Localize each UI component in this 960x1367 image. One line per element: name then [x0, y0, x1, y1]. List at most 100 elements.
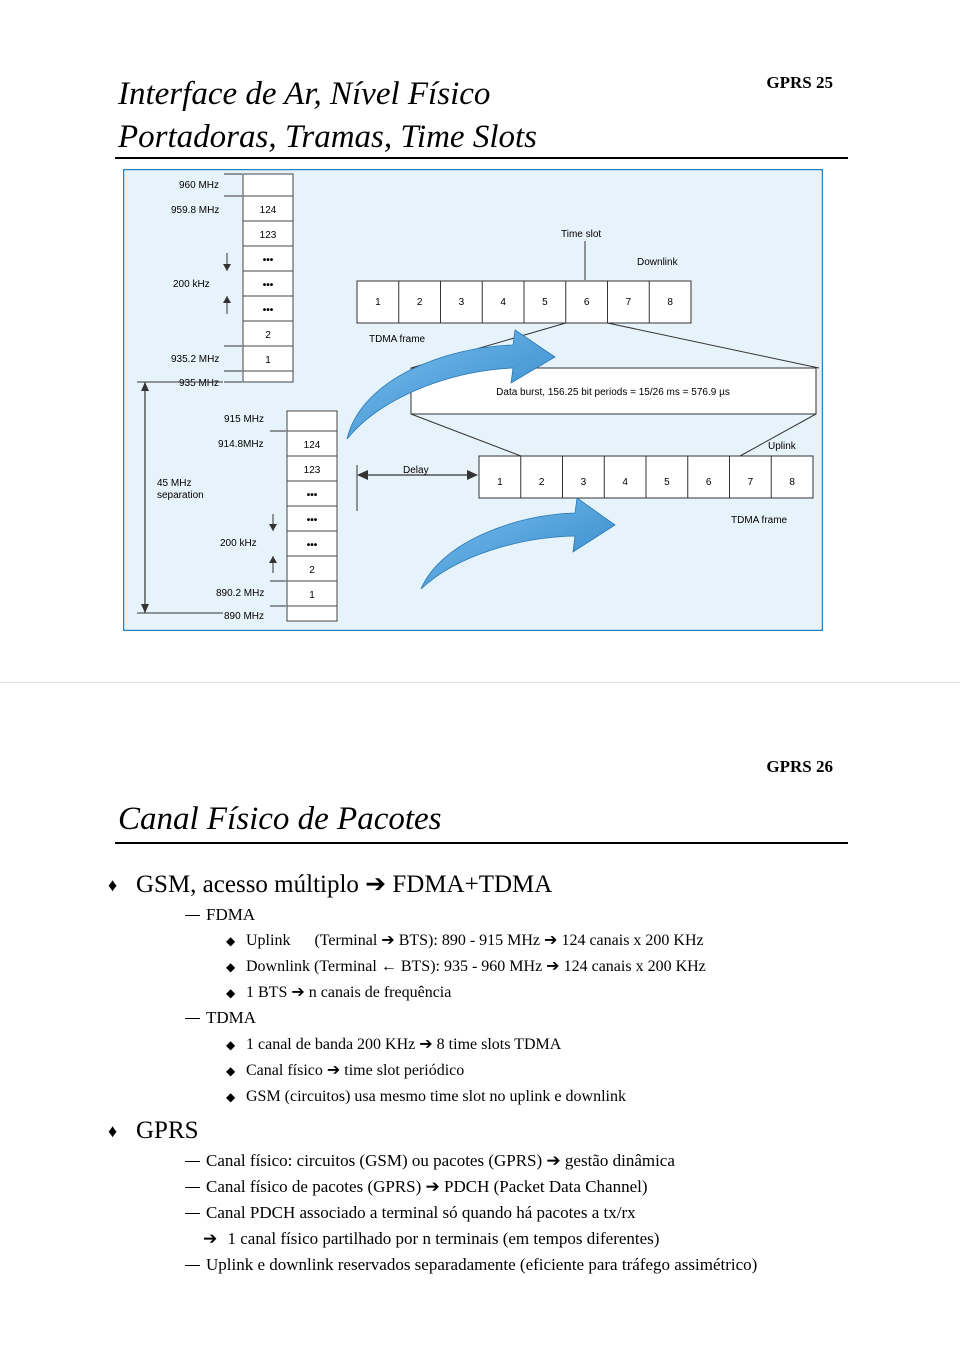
separation-label-1: 45 MHz — [157, 478, 191, 489]
dl-bottom-freq: 935 MHz — [179, 378, 219, 389]
dl-cell-dots-3: ••• — [263, 305, 274, 316]
sub-sub-item-text: 1 BTS ➔ n canais de frequência — [246, 984, 452, 1001]
title-rule — [115, 157, 848, 159]
ul-slot-7: 7 — [748, 477, 754, 488]
dl-slot-7: 7 — [626, 297, 632, 308]
ul-slot-3: 3 — [581, 477, 587, 488]
tdma-frame-label-dl: TDMA frame — [369, 334, 426, 345]
separation-label-2: separation — [157, 490, 204, 501]
sub-sub-item-text: Downlink (Terminal ← BTS): 935 - 960 MHz… — [246, 958, 706, 975]
diamond-bullet-icon: ♦ — [108, 875, 118, 895]
ul-cell-dots-2: ••• — [307, 515, 318, 526]
uplink-band: 124 123 ••• ••• ••• 2 1 915 MHz 914.8MHz… — [216, 410, 338, 622]
ul-ch124-freq: 914.8MHz — [218, 439, 264, 450]
dash-icon — [185, 1018, 200, 1020]
dl-slot-4: 4 — [500, 297, 506, 308]
diamond-bullet-icon: ◆ — [226, 960, 236, 974]
bold-arrow-icon: ➔ — [203, 1229, 218, 1248]
sub-item-text: Canal físico: circuitos (GSM) ou pacotes… — [206, 1151, 675, 1170]
downlink-label: Downlink — [637, 257, 679, 268]
ul-slot-5: 5 — [664, 477, 670, 488]
ul-bottom-freq: 890 MHz — [224, 611, 264, 622]
bullet-text: GPRS — [136, 1117, 199, 1144]
ul-slot-6: 6 — [706, 477, 712, 488]
dash-icon — [185, 1213, 200, 1215]
sub-item-text: Canal PDCH associado a terminal só quand… — [206, 1203, 636, 1222]
bullet-text: GSM, acesso múltiplo ➔ FDMA+TDMA — [136, 871, 553, 898]
diamond-bullet-icon: ◆ — [226, 986, 236, 1000]
fdma-tdma-diagram: 124 123 ••• ••• ••• 2 1 960 MHz 959.8 MH… — [123, 169, 823, 631]
dl-cell-dots-2: ••• — [263, 280, 274, 291]
diamond-bullet-icon: ◆ — [226, 934, 236, 948]
ul-spacing: 200 kHz — [220, 538, 257, 549]
delay-label: Delay — [403, 465, 429, 476]
sub-sub-item-text: GSM (circuitos) usa mesmo time slot no u… — [246, 1088, 626, 1105]
slide-number: GPRS 25 — [766, 73, 833, 92]
data-burst: Data burst, 156.25 bit periods = 15/26 m… — [410, 322, 820, 457]
dl-slot-3: 3 — [459, 297, 465, 308]
slide-gprs-25: Interface de Ar, Nível Físico Portadoras… — [0, 0, 960, 683]
slide-gprs-26: GPRS 26 Canal Físico de Pacotes ♦ GSM, a… — [0, 683, 960, 1367]
data-burst-label: Data burst, 156.25 bit periods = 15/26 m… — [496, 387, 730, 398]
dash-icon — [185, 1161, 200, 1163]
ul-slot-4: 4 — [622, 477, 628, 488]
slide-title: Canal Físico de Pacotes — [118, 801, 442, 837]
dl-slot-5: 5 — [542, 297, 548, 308]
dash-icon — [185, 915, 200, 917]
arrow-item-partilhado: ➔ 1 canal físico partilhado por n termin… — [203, 1228, 659, 1250]
curved-arrow-lower — [420, 497, 616, 590]
dl-slot-8: 8 — [667, 297, 673, 308]
ul-slot-2: 2 — [539, 477, 545, 488]
ul-ch1-freq: 890.2 MHz — [216, 588, 264, 599]
ul-slot-1: 1 — [497, 477, 503, 488]
slide-title-line2: Portadoras, Tramas, Time Slots — [118, 119, 538, 155]
dl-cell-124: 124 — [260, 205, 277, 216]
separation-arrow: 45 MHz separation — [137, 381, 223, 614]
ul-cell-dots-3: ••• — [307, 540, 318, 551]
ul-cell-124: 124 — [304, 440, 321, 451]
diamond-bullet-icon: ♦ — [108, 1121, 118, 1141]
ul-slot-8: 8 — [789, 477, 795, 488]
downlink-band: 124 123 ••• ••• ••• 2 1 960 MHz 959.8 MH… — [171, 173, 294, 389]
ul-cell-2: 2 — [309, 565, 315, 576]
ul-cell-1: 1 — [309, 590, 315, 601]
dl-spacing: 200 kHz — [173, 279, 210, 290]
arrow-item-text: 1 canal físico partilhado por n terminai… — [227, 1229, 660, 1248]
diamond-bullet-icon: ◆ — [226, 1090, 236, 1104]
dl-top-freq: 960 MHz — [179, 180, 219, 191]
downlink-tdma-frame: 1 2 3 4 5 6 7 8 — [356, 280, 692, 324]
tdma-frame-label-ul: TDMA frame — [731, 515, 788, 526]
sub-item-text: Canal físico de pacotes (GPRS) ➔ PDCH (P… — [206, 1177, 648, 1196]
ul-top-freq: 915 MHz — [224, 414, 264, 425]
page-separator — [0, 682, 960, 683]
ul-cell-dots-1: ••• — [307, 490, 318, 501]
slide-number: GPRS 26 — [766, 757, 833, 776]
dl-ch124-freq: 959.8 MHz — [171, 205, 219, 216]
sub-sub-item-text: Canal físico ➔ time slot periódico — [246, 1062, 465, 1079]
dl-ch1-freq: 935.2 MHz — [171, 354, 219, 365]
time-slot-label: Time slot — [561, 229, 601, 240]
dl-cell-1: 1 — [265, 355, 271, 366]
sub-item-text: Uplink e downlink reservados separadamen… — [206, 1255, 758, 1274]
ul-cell-123: 123 — [304, 465, 321, 476]
dl-cell-2: 2 — [265, 330, 271, 341]
dash-icon — [185, 1187, 200, 1189]
diamond-bullet-icon: ◆ — [226, 1064, 236, 1078]
curved-arrow-upper — [346, 329, 556, 440]
delay-arrow: Delay — [356, 465, 478, 511]
dl-slot-6: 6 — [584, 297, 590, 308]
title-rule — [115, 842, 848, 844]
sub-sub-item-text: 1 canal de banda 200 KHz ➔ 8 time slots … — [246, 1036, 562, 1053]
sub-item-text: TDMA — [206, 1008, 257, 1027]
dl-slot-1: 1 — [375, 297, 381, 308]
diamond-bullet-icon: ◆ — [226, 1038, 236, 1052]
uplink-label: Uplink — [768, 441, 797, 452]
dash-icon — [185, 1265, 200, 1267]
sub-sub-item-text: Uplink (Terminal ➔ BTS): 890 - 915 MHz ➔… — [246, 932, 704, 949]
uplink-tdma-frame: 1 2 3 4 5 6 7 8 — [478, 455, 814, 499]
sub-item-text: FDMA — [206, 905, 256, 924]
dl-cell-123: 123 — [260, 230, 277, 241]
dl-cell-dots-1: ••• — [263, 255, 274, 266]
slide-title-line1: Interface de Ar, Nível Físico — [118, 76, 491, 112]
dl-slot-2: 2 — [417, 297, 423, 308]
